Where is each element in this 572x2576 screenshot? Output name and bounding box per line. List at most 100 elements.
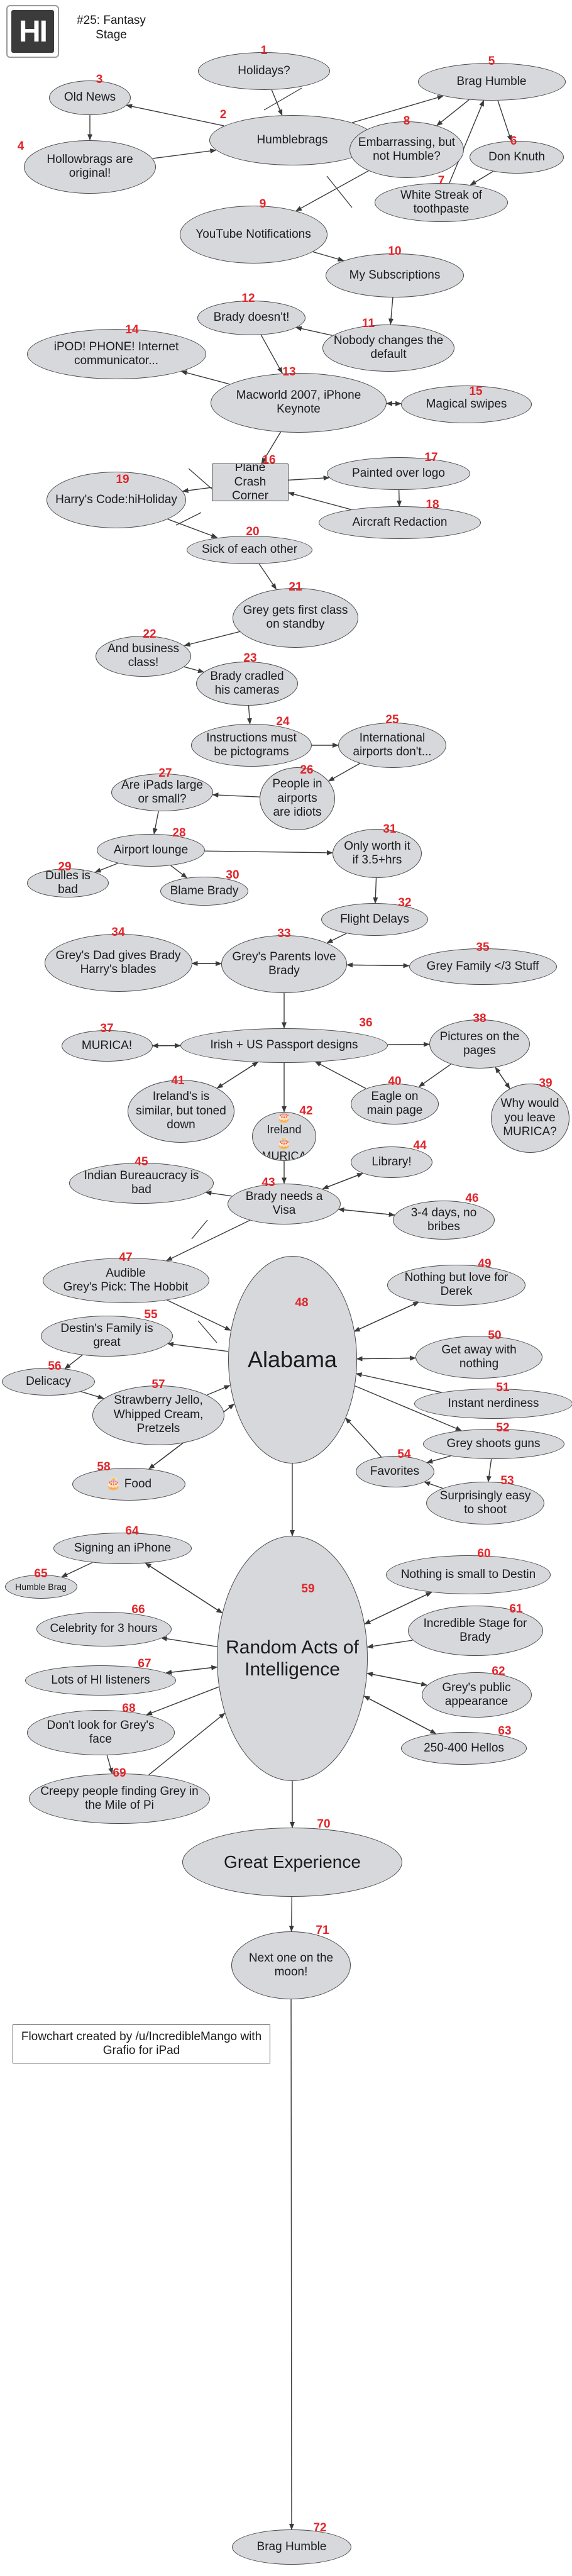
edge-n22-n23: [184, 666, 205, 674]
node-number-6: 6: [510, 135, 517, 148]
edge-n56-n57: [80, 1391, 104, 1399]
node-number-71: 71: [316, 1924, 329, 1937]
crossing-stroke-2: [326, 175, 353, 208]
node-number-29: 29: [58, 860, 72, 874]
node-number-40: 40: [388, 1075, 402, 1088]
edge-n48-n52: [354, 1385, 462, 1431]
node-number-63: 63: [498, 1724, 512, 1738]
node-number-31: 31: [383, 823, 397, 836]
flow-node-20: Sick of each other: [187, 535, 312, 564]
flow-node-67: Lots of HI listeners: [25, 1665, 176, 1696]
edge-n31-n32: [373, 877, 378, 904]
node-number-12: 12: [241, 292, 255, 305]
edge-n5-n8: [436, 99, 470, 126]
node-number-36: 36: [359, 1016, 373, 1030]
edge-n59-n66: [160, 1636, 217, 1647]
node-number-28: 28: [172, 826, 186, 840]
edge-n4-n2: [152, 148, 217, 159]
flow-node-58: 🎂 Food: [72, 1468, 185, 1501]
flow-node-61: Incredible Stage for Brady: [407, 1606, 543, 1656]
flow-node-5: Brag Humble: [417, 63, 566, 101]
node-number-22: 22: [143, 628, 157, 641]
edge-n19-n20: [167, 518, 218, 538]
node-number-14: 14: [125, 323, 139, 336]
node-number-10: 10: [388, 245, 402, 258]
edge-n61-n59: [366, 1640, 413, 1649]
node-number-72: 72: [313, 2521, 327, 2534]
flow-node-7: White Streak of toothpaste: [375, 183, 508, 222]
edge-n64-n65: [61, 1562, 93, 1578]
node-number-18: 18: [426, 498, 439, 511]
node-number-8: 8: [403, 114, 410, 128]
edge-n26-n27: [212, 792, 260, 798]
node-number-15: 15: [469, 385, 483, 398]
flow-node-41: Ireland's is similar, but toned down: [128, 1080, 234, 1143]
edge-n51-n48: [355, 1372, 442, 1393]
edge-n52-n53: [486, 1458, 492, 1483]
flow-node-48: Alabama: [228, 1256, 357, 1463]
edge-n18-n16: [288, 491, 351, 510]
node-number-43: 43: [261, 1176, 275, 1189]
flow-node-47: Audible Grey's Pick: The Hobbit: [42, 1258, 209, 1303]
flow-node-45: Indian Bureaucracy is bad: [69, 1162, 214, 1204]
flow-node-14: iPOD! PHONE! Internet communicator...: [26, 329, 206, 379]
edge-n47-n48: [167, 1299, 231, 1331]
flow-node-26: People in airports are idiots: [260, 767, 335, 830]
flow-node-1: Holidays?: [198, 52, 330, 90]
edge-n28-n31: [204, 850, 334, 855]
flow-node-25: International airports don't...: [338, 723, 446, 768]
edge-n64-n59: [145, 1563, 223, 1614]
flow-node-70: Great Experience: [182, 1828, 402, 1897]
crossing-stroke-5: [191, 1219, 208, 1240]
node-number-53: 53: [500, 1474, 514, 1487]
edge-n12-n13: [260, 334, 283, 374]
node-number-13: 13: [282, 365, 296, 379]
edge-n62-n59: [366, 1672, 427, 1686]
flow-node-27: Are iPads large or small?: [111, 774, 213, 811]
crossing-stroke-1: [263, 87, 302, 111]
node-number-47: 47: [119, 1251, 133, 1264]
flow-node-62: Grey's public appearance: [421, 1672, 532, 1718]
node-number-24: 24: [276, 715, 290, 728]
node-number-23: 23: [243, 652, 257, 665]
flow-node-43: Brady needs a Visa: [228, 1183, 341, 1224]
flow-node-30: Blame Brady: [160, 877, 248, 906]
edge-n44-n43: [322, 1173, 363, 1189]
crossing-stroke-4: [175, 512, 202, 526]
node-number-2: 2: [219, 108, 227, 121]
edge-n63-n59: [363, 1696, 436, 1735]
flow-node-24: Instructions must be pictograms: [191, 724, 312, 767]
flow-node-3: Old News: [49, 80, 131, 115]
flow-node-59: Random Acts of Intelligence: [217, 1536, 368, 1781]
flow-node-46: 3-4 days, no bribes: [393, 1201, 495, 1240]
edge-n9-n10: [312, 251, 344, 262]
edge-n28-n29: [94, 862, 118, 873]
credit-box: Flowchart created by /u/IncredibleMango …: [13, 2024, 270, 2063]
flow-node-18: Aircraft Redaction: [319, 506, 481, 539]
flow-node-4: Hollowbrags are original!: [24, 140, 156, 194]
node-number-34: 34: [111, 926, 125, 939]
crossing-stroke-6: [197, 1320, 217, 1343]
flow-node-2: Humblebrags: [209, 115, 376, 165]
node-number-50: 50: [488, 1329, 502, 1342]
node-number-21: 21: [289, 580, 302, 594]
node-number-1: 1: [260, 44, 268, 57]
edge-n5-n6: [497, 100, 512, 142]
flow-node-17: Painted over logo: [327, 457, 470, 490]
hi-logo-text: HI: [11, 10, 54, 53]
flow-node-66: Celebrity for 3 hours: [36, 1611, 172, 1646]
flow-node-50: Get away with nothing: [415, 1336, 542, 1379]
flow-node-28: Airport lounge: [97, 834, 205, 867]
hi-logo: HI: [6, 5, 59, 58]
flow-node-16: Plane Crash Corner: [212, 464, 289, 501]
flow-node-44: Library!: [351, 1146, 432, 1178]
node-number-48: 48: [295, 1296, 309, 1309]
node-number-38: 38: [473, 1012, 487, 1025]
node-number-33: 33: [277, 927, 291, 940]
flow-node-13: Macworld 2007, iPhone Keynote: [211, 372, 387, 433]
flow-node-34: Grey's Dad gives Brady Harry's blades: [44, 934, 192, 992]
edge-n57-n48: [207, 1385, 231, 1396]
edge-n48-n55: [167, 1341, 228, 1352]
flow-node-6: Don Knuth: [470, 141, 564, 174]
flow-node-68: Don't look for Grey's face: [26, 1710, 175, 1755]
